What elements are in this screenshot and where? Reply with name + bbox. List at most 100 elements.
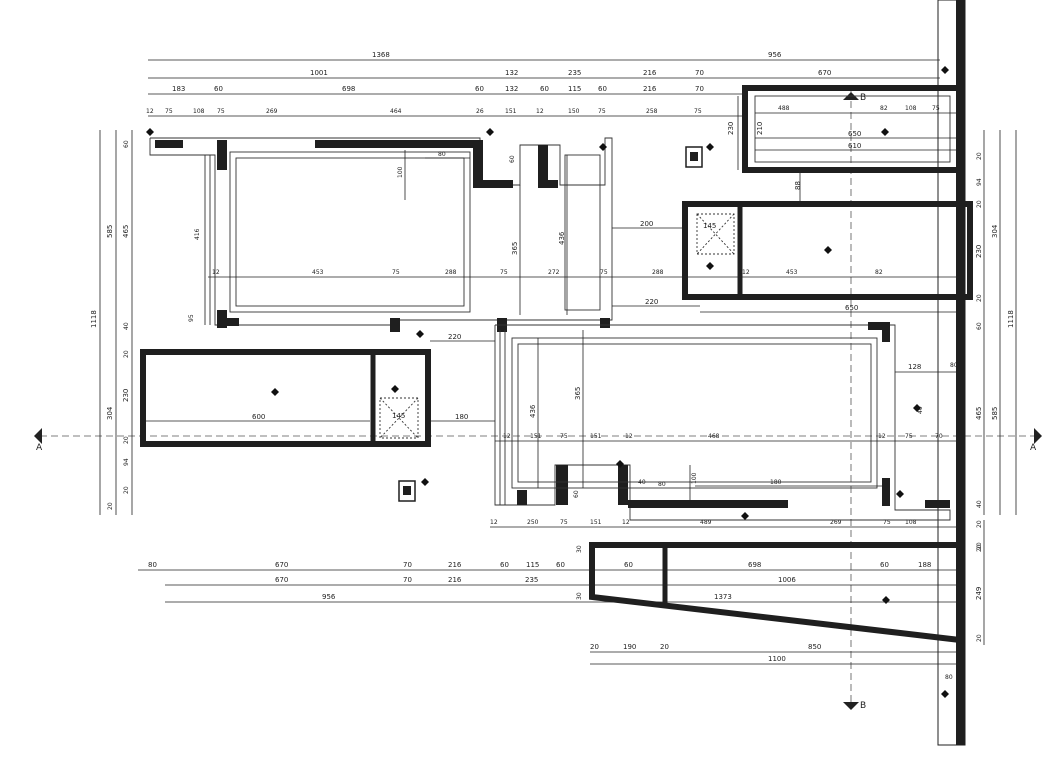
dim-left-v-10: 20 xyxy=(123,486,130,494)
dim-left-v-1: 585 xyxy=(106,225,114,238)
dim-lr-8: 70 xyxy=(935,433,943,440)
upper-block-internal-dims: 100 80 60 365 436 416 95 xyxy=(188,150,568,322)
middle-link-dims: 200 145 220 650 220 180 600 145 xyxy=(145,220,960,422)
section-label-b-top: B xyxy=(860,93,866,103)
dim-brv-5: 80 xyxy=(945,674,953,681)
dim-ub-2: 60 xyxy=(509,155,516,163)
dim-bs-4: 1100 xyxy=(768,655,786,663)
dim-bs-2: 20 xyxy=(660,643,669,651)
dim-right-v-1: 585 xyxy=(991,407,999,420)
dim-ub-5: 416 xyxy=(194,228,201,240)
dim-right-v-9: 20 xyxy=(976,294,983,302)
dim-ml-4: 220 xyxy=(448,333,461,341)
dim-lb-8: 40 xyxy=(638,479,646,486)
dim-top-4-8: 12 xyxy=(536,108,544,115)
dim-lb-4: 40 xyxy=(917,406,924,414)
dim-bc2-4: 1006 xyxy=(778,576,796,584)
east-middle-block xyxy=(682,201,973,300)
dim-bc3-0: 956 xyxy=(322,593,336,601)
dim-bc2-3: 235 xyxy=(525,576,538,584)
dim-right-v-11: 80 xyxy=(950,362,958,369)
dim-top-2-0: 1001 xyxy=(310,69,328,77)
dim-top-4-4: 269 xyxy=(266,108,278,115)
dim-ur-2: 75 xyxy=(392,269,400,276)
top-dimension-chains: 1368 956 1001 132 235 216 70 670 183 60 … xyxy=(146,51,940,117)
dim-top-3-7: 60 xyxy=(598,85,607,93)
west-block xyxy=(140,349,431,447)
dim-left-v-5: 40 xyxy=(123,322,130,330)
dim-bc2-1: 70 xyxy=(403,576,412,584)
dim-ur-4: 75 xyxy=(500,269,508,276)
dim-lb-2: 128 xyxy=(908,363,921,371)
dim-bc3-1: 1373 xyxy=(714,593,732,601)
south-east-wedge-block xyxy=(589,542,963,644)
dim-bc1-6: 60 xyxy=(556,561,565,569)
dim-top-2-3: 216 xyxy=(643,69,657,77)
dim-ne-5: 610 xyxy=(848,142,861,150)
dim-lb-9: 80 xyxy=(658,481,666,488)
dim-bs-3: 850 xyxy=(808,643,821,651)
dim-lb-7: 180 xyxy=(770,479,782,486)
dim-top-2-5: 670 xyxy=(818,69,831,77)
dim-lr-1: 151 xyxy=(530,433,542,440)
dim-top-1-0: 1368 xyxy=(372,51,390,59)
dim-lr-6: 12 xyxy=(878,433,886,440)
north-east-block xyxy=(742,85,963,173)
dim-right-v-10: 40 xyxy=(976,500,983,508)
dim-left-v-6: 230 xyxy=(122,389,130,402)
dim-bc1-8: 698 xyxy=(748,561,761,569)
dim-brv-4: 30 xyxy=(576,545,583,553)
dim-ml-6: 600 xyxy=(252,413,265,421)
dim-bc1-10: 188 xyxy=(918,561,931,569)
dim-top-3-4: 132 xyxy=(505,85,518,93)
right-vertical-dims: 1118 585 465 304 230 60 20 94 20 20 40 8… xyxy=(950,130,1017,550)
dim-top-3-0: 183 xyxy=(172,85,185,93)
dim-top-4-0: 12 xyxy=(146,108,154,115)
left-vertical-dims: 1118 585 465 60 20 40 230 304 20 94 20 2… xyxy=(90,130,133,515)
dim-lr2-6: 269 xyxy=(830,519,842,526)
dim-top-4-10: 75 xyxy=(598,108,606,115)
dim-lr2-0: 12 xyxy=(490,519,498,526)
dim-top-2-4: 70 xyxy=(695,69,704,77)
dim-lr2-4: 12 xyxy=(622,519,630,526)
dim-ml-3: 650 xyxy=(845,304,858,312)
dim-ne-0: 488 xyxy=(778,105,790,112)
dim-right-v-12: 20 xyxy=(976,520,983,528)
dim-ur-3: 288 xyxy=(445,269,457,276)
dim-right-v-0: 1118 xyxy=(1007,310,1015,328)
dim-left-v-2: 465 xyxy=(122,225,130,238)
dim-right-v-6: 20 xyxy=(976,152,983,160)
dim-lb-5: 60 xyxy=(573,490,580,498)
bottom-dimension-chains: 80 670 70 216 60 115 60 60 698 60 188 67… xyxy=(138,561,960,603)
dim-top-4-9: 150 xyxy=(568,108,580,115)
dim-top-3-8: 216 xyxy=(643,85,657,93)
dim-bs-0: 20 xyxy=(590,643,599,651)
dim-top-1-1: 956 xyxy=(768,51,782,59)
dim-lr2-7: 75 xyxy=(883,519,891,526)
dim-top-4-1: 75 xyxy=(165,108,173,115)
dim-bc2-0: 670 xyxy=(275,576,288,584)
dim-lr-3: 151 xyxy=(590,433,602,440)
dim-lr2-2: 75 xyxy=(560,519,568,526)
dim-ne-2: 108 xyxy=(905,105,917,112)
bottom-small-dims: 20 190 20 850 1100 xyxy=(590,643,960,665)
level-markers xyxy=(146,66,949,698)
dim-lr-7: 75 xyxy=(905,433,913,440)
lower-row-dims: 12 151 75 151 12 468 12 75 70 12 250 75 … xyxy=(490,433,958,528)
dim-top-3-6: 115 xyxy=(568,85,581,93)
dim-lr2-5: 489 xyxy=(700,519,712,526)
lower-building-block xyxy=(494,322,951,521)
dim-top-4-11: 258 xyxy=(646,108,658,115)
dim-ne-7: 210 xyxy=(756,122,764,135)
dim-ml-5: 180 xyxy=(455,413,468,421)
section-marker-a-right: A xyxy=(1030,428,1042,453)
upper-row-dims: 12 453 75 288 75 272 75 288 12 453 82 xyxy=(208,269,960,278)
dim-ub-4: 436 xyxy=(558,231,566,245)
section-marker-b-top: B xyxy=(843,92,866,103)
dim-left-v-3: 60 xyxy=(123,140,130,148)
dim-top-3-9: 70 xyxy=(695,85,704,93)
dim-bc1-0: 80 xyxy=(148,561,157,569)
dim-ur-10: 82 xyxy=(875,269,883,276)
dim-top-4-3: 75 xyxy=(217,108,225,115)
